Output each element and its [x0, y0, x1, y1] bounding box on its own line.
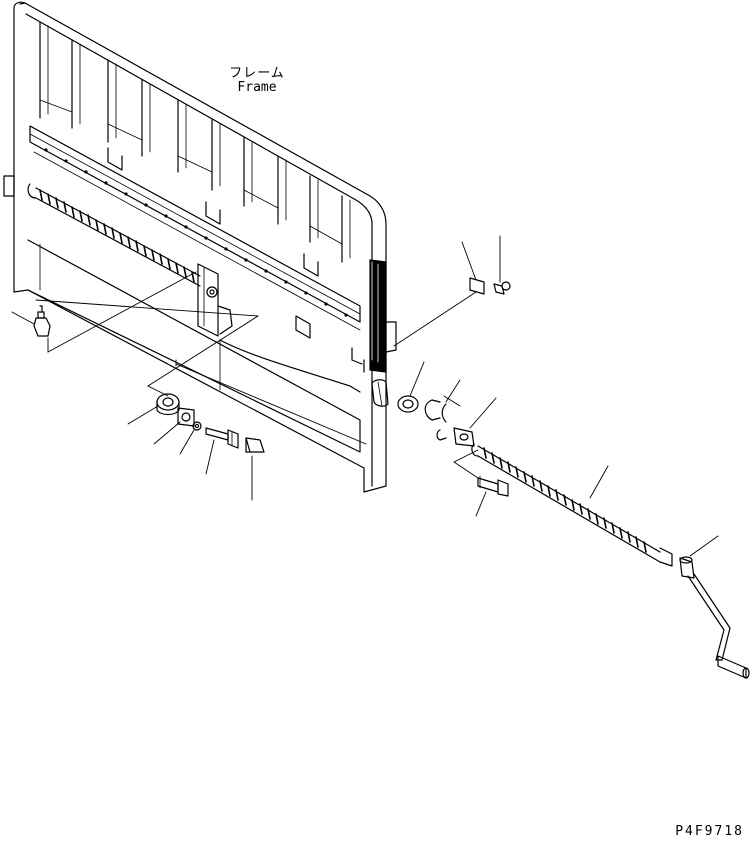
hex-nut-left: [157, 394, 179, 415]
frame-label-japanese: フレーム: [229, 66, 285, 81]
square-washer: [178, 408, 194, 426]
square-block-left: [246, 438, 264, 452]
snap-ring: [425, 400, 446, 422]
left-screw-shaft: [28, 184, 232, 336]
pin-right: [478, 476, 508, 496]
square-nut-right: [454, 428, 474, 446]
crank-handle: [680, 557, 749, 678]
leader-lines: [12, 236, 718, 556]
frame-side-nut: [372, 380, 388, 406]
grease-fitting: [34, 306, 50, 336]
frame: [4, 2, 396, 492]
small-washer: [193, 422, 201, 430]
clip-small: [437, 430, 446, 440]
small-plate-right: [470, 278, 484, 294]
small-bolt-right: [494, 282, 510, 294]
screw-shaft-right: [472, 444, 672, 566]
drawing-code: P4F9718: [675, 824, 744, 839]
frame-label-english: Frame: [237, 80, 277, 95]
large-washer-right: [398, 396, 418, 412]
bolt-left: [206, 428, 238, 448]
